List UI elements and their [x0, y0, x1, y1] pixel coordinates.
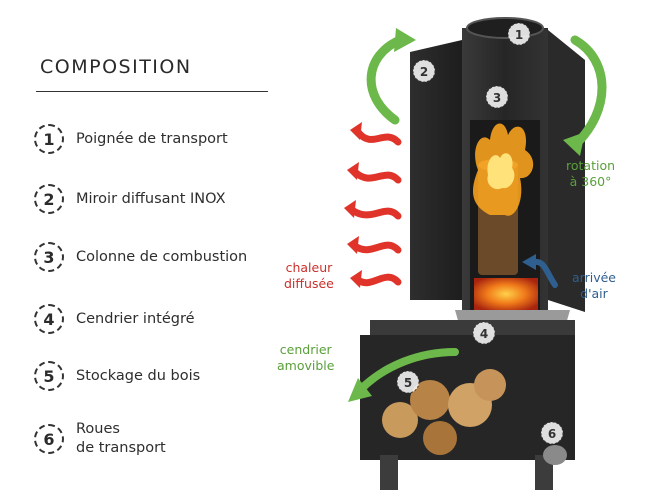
ash-annotation: cendrier amovible: [277, 342, 334, 374]
heat-arrowheads: [344, 122, 362, 288]
ash-drawer-arrowhead: [348, 378, 372, 402]
legend-item-3: 3 Colonne de combustion: [34, 242, 247, 272]
heat-annotation: chaleur diffusée: [284, 260, 334, 292]
number-badge: 2: [34, 184, 64, 214]
rotation-arrowhead-left: [394, 28, 416, 52]
badge-number: 4: [480, 327, 488, 341]
right-reflector-panel: [548, 30, 585, 312]
legend-item-1: 1 Poignée de transport: [34, 124, 228, 154]
number-badge: 1: [34, 124, 64, 154]
wheel: [543, 445, 567, 465]
ember-bed: [474, 278, 538, 310]
left-reflector-panel: [410, 40, 462, 300]
badge-marker: [472, 321, 496, 345]
number-badge: 4: [34, 304, 64, 334]
air-inlet-arrowhead: [522, 254, 536, 270]
ash-line1: cendrier: [279, 342, 332, 357]
badge-number: 1: [515, 28, 523, 42]
rotation-line2: à 360°: [569, 174, 612, 189]
rotation-arrowhead-right: [563, 132, 585, 156]
rotation-arrow-right: [570, 35, 607, 150]
illus-badges: 1 2 3 4 5 6: [396, 22, 564, 445]
heat-line1: chaleur: [285, 260, 333, 275]
left-leg: [380, 455, 398, 490]
number-badge: 5: [34, 361, 64, 391]
carry-handle: [466, 17, 544, 39]
right-leg: [535, 455, 553, 490]
stored-log: [410, 380, 450, 420]
legend-label: Stockage du bois: [76, 367, 201, 384]
badge-marker: [485, 85, 509, 109]
badge-number: 3: [493, 91, 501, 105]
flame-core: [487, 153, 515, 190]
heat-line2: diffusée: [284, 276, 334, 291]
rotation-line1: rotation: [566, 158, 616, 173]
badge-number: 2: [420, 65, 428, 79]
legend-label: Colonne de combustion: [76, 248, 248, 265]
ash-line2: amovible: [277, 358, 335, 373]
legend-label: Roues de transport: [76, 420, 166, 458]
rotation-annotation: rotation à 360°: [566, 158, 615, 190]
legend-item-5: 5 Stockage du bois: [34, 361, 200, 391]
legend-label: Cendrier intégré: [76, 310, 195, 327]
title-divider: [36, 91, 268, 92]
stored-log: [474, 369, 506, 401]
badge-marker: [540, 421, 564, 445]
page-title: COMPOSITION: [40, 56, 192, 78]
badge-number: 5: [404, 376, 412, 390]
legend-label-line1: Roues: [76, 421, 120, 437]
badge-number: 6: [548, 427, 556, 441]
legend-label-line2: de transport: [76, 440, 166, 456]
legend-label: Miroir diffusant INOX: [76, 190, 226, 207]
legend-item-6: 6 Roues de transport: [34, 420, 166, 458]
ash-drawer-arrow: [356, 348, 459, 394]
badge-marker: [412, 59, 436, 83]
legend-item-2: 2 Miroir diffusant INOX: [34, 184, 226, 214]
number-badge: 6: [34, 424, 64, 454]
legend-item-4: 4 Cendrier intégré: [34, 304, 195, 334]
air-annotation: arrivée d'air: [572, 270, 616, 302]
rotation-arrow-left: [366, 35, 405, 125]
badge-marker: [396, 370, 420, 394]
stored-log: [382, 402, 418, 438]
air-line1: arrivée: [572, 270, 616, 285]
heat-arrows: [348, 128, 402, 287]
stored-log: [423, 421, 457, 455]
badge-marker: [507, 22, 531, 46]
number-badge: 3: [34, 242, 64, 272]
air-line2: d'air: [580, 286, 608, 301]
legend-label: Poignée de transport: [76, 130, 228, 147]
